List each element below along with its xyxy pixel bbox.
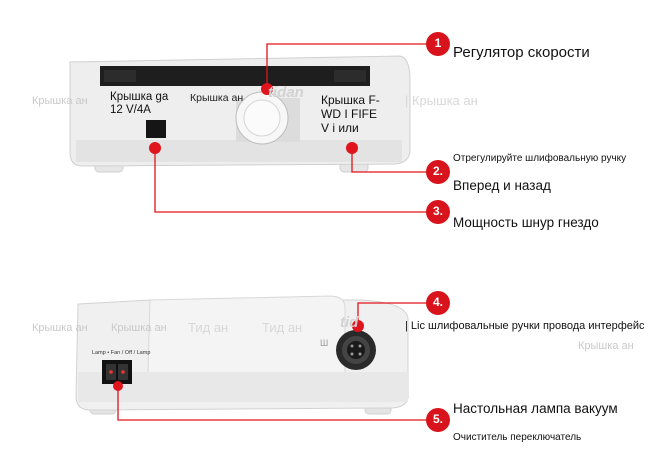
socket-mark: Ш (320, 338, 329, 348)
watermark: | Крышка ан (405, 93, 478, 108)
dot-2 (346, 142, 358, 154)
callout-1-text: Регулятор скорости (453, 44, 590, 61)
badge-4-number: 4. (432, 295, 443, 309)
forward-reverse-label: Крышка F- WD I FIFE V i или (321, 93, 380, 135)
power-spec-label: Крышка ga 12 V/4A (110, 91, 169, 116)
dot-1 (261, 83, 273, 95)
brand-logo-top: tidan (268, 84, 304, 101)
callout-4-text: | Lic шлифовальные ручки провода интерфе… (405, 320, 645, 332)
callout-2-subtext: Отрегулируйте шлифовальную ручку (453, 153, 627, 164)
top-device (69, 55, 411, 173)
dot-5 (113, 381, 123, 391)
lamp-fan-switch (102, 360, 132, 384)
callout-5-text: Настольная лампа вакуум (453, 401, 618, 416)
watermark: Крышка ан (32, 95, 88, 107)
bottom-device (75, 295, 409, 415)
callout-3-text: Мощность шнур гнездо (453, 215, 599, 230)
watermark: Тид ан (262, 320, 303, 335)
handpiece-socket (336, 330, 376, 370)
dot-4 (352, 320, 364, 332)
callout-5-subtext: Очиститель переключатель (453, 432, 582, 443)
watermark: Крышка ан (111, 322, 167, 334)
watermark: Тид ан (188, 320, 229, 335)
dot-3 (149, 142, 161, 154)
switch-caption: Lamp • Fan / Off / Lamp (92, 350, 151, 356)
vent-strip (100, 66, 370, 86)
badge-1-number: 1 (434, 36, 442, 50)
speed-knob (235, 91, 300, 145)
brand-logo-bottom: tid (340, 314, 359, 331)
watermark: Крышка ан (32, 322, 88, 334)
leader-lines (117, 43, 430, 421)
power-socket (146, 120, 166, 138)
badges (426, 32, 450, 432)
badge-3-number: 3. (432, 204, 443, 218)
watermark: Крышка ан (578, 340, 634, 352)
callout-2-text: Вперед и назад (453, 178, 551, 193)
knob-label: Крышка ан (190, 92, 244, 104)
badge-5-number: 5. (432, 412, 443, 426)
badge-2-number: 2. (432, 164, 443, 178)
